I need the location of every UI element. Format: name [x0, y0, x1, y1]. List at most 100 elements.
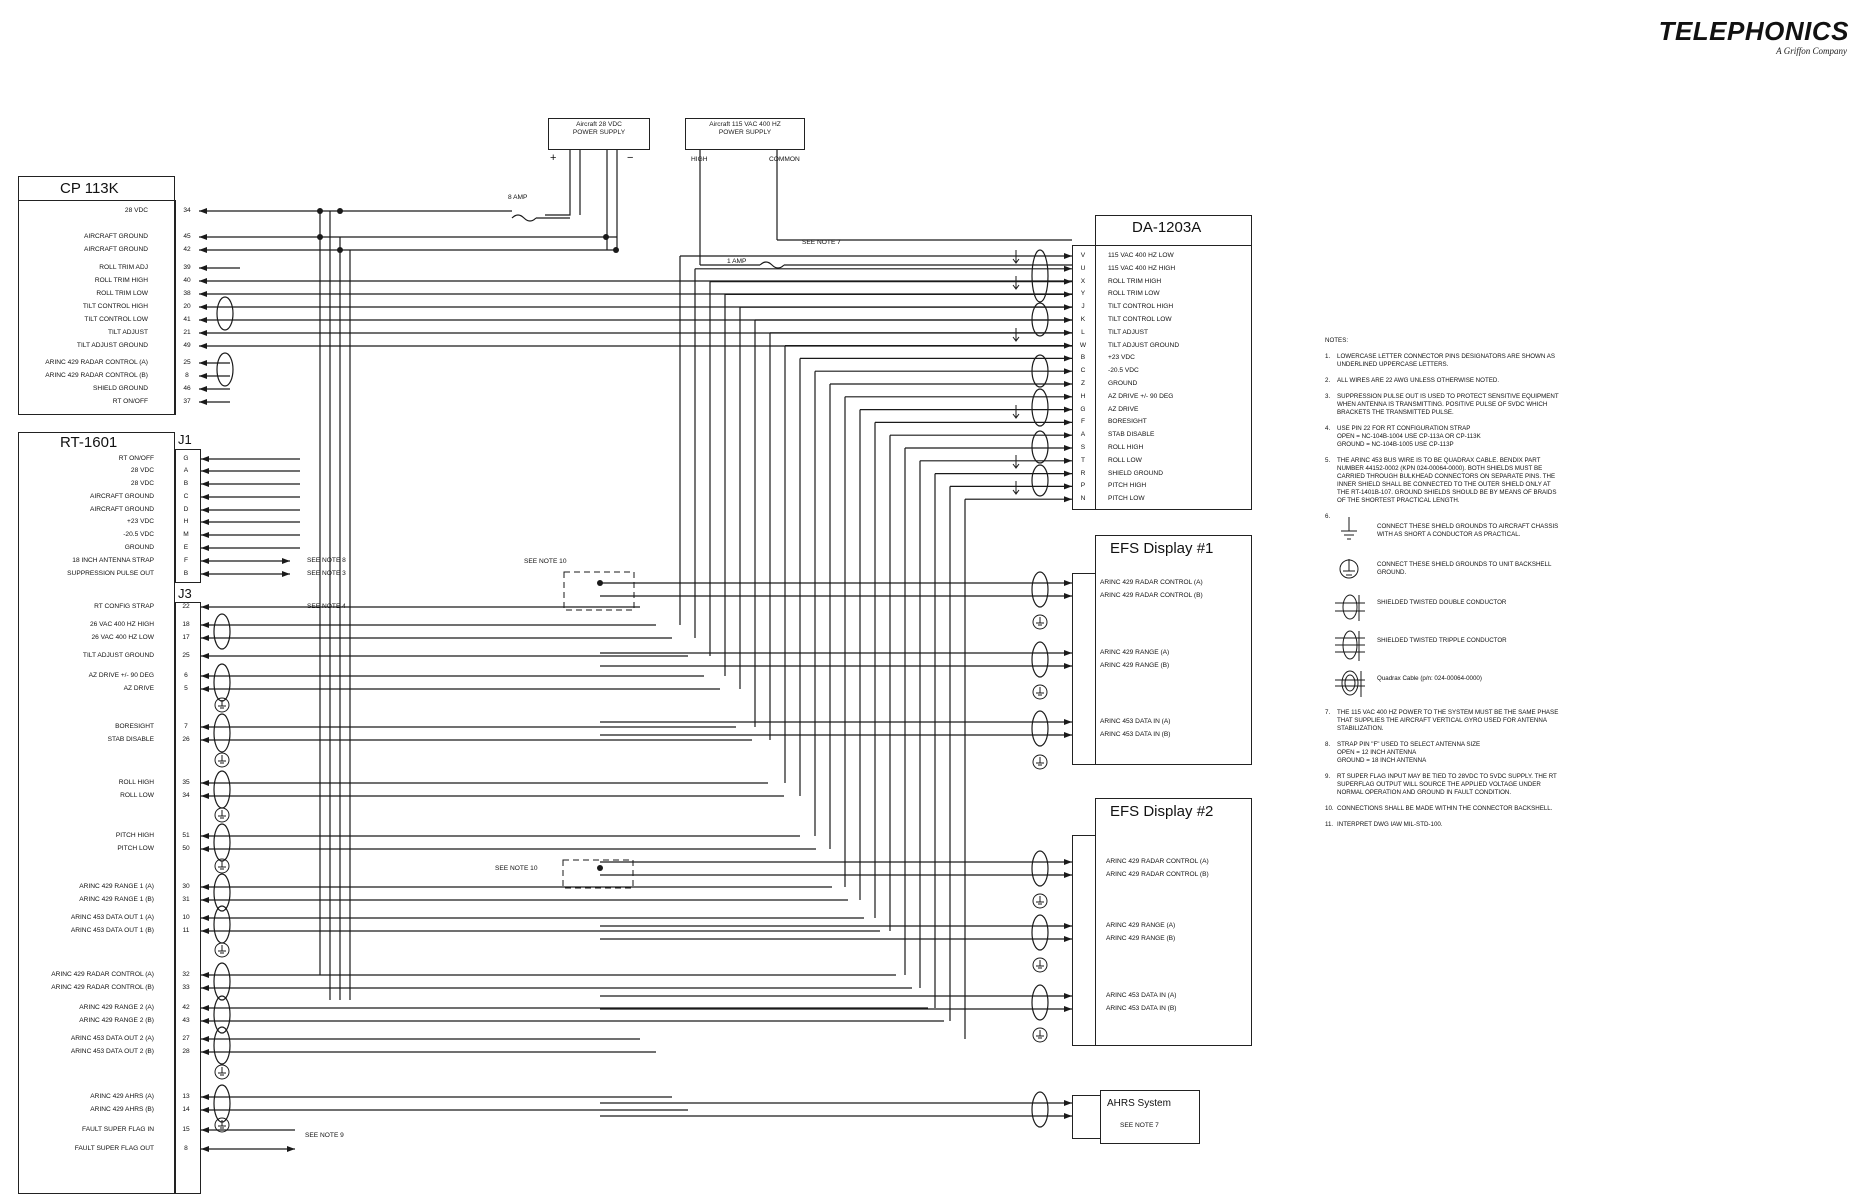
legend-text: CONNECT THESE SHIELD GROUNDS TO UNIT BAC…	[1377, 561, 1552, 576]
rt-1601-j3-pin-number: 35	[182, 779, 190, 786]
arrowhead	[199, 399, 207, 405]
rt-1601-shield	[213, 1084, 231, 1123]
rt-1601-box	[18, 432, 175, 1194]
ac-power-supply-title: Aircraft 115 VAC 400 HZ POWER SUPPLY	[709, 121, 781, 136]
ground-bars	[218, 861, 226, 870]
arrowhead	[201, 673, 209, 679]
legend-row: CONNECT THESE SHIELD GROUNDS TO AIRCRAFT…	[1325, 515, 1625, 549]
ac-common-terminal-label: COMMON	[769, 156, 800, 163]
rt-1601-j3-pin-label: AZ DRIVE +/- 90 DEG	[88, 672, 154, 679]
note-text: RT SUPER FLAG INPUT MAY BE TIED TO 28VDC…	[1337, 773, 1557, 796]
cp-arinc-shield	[216, 352, 234, 387]
arrowhead	[287, 1146, 295, 1152]
quadrax-cable-icon	[1335, 670, 1365, 697]
rt-1601-j3-pin-number: 26	[182, 736, 190, 743]
note-text: LOWERCASE LETTER CONNECTOR PINS DESIGNAT…	[1337, 353, 1555, 368]
arrowhead	[199, 247, 207, 253]
da-1203a-shield	[1031, 430, 1049, 464]
arrowhead	[1064, 859, 1072, 865]
ground-bars	[1036, 1030, 1044, 1039]
arrowhead	[199, 360, 207, 366]
arrowhead	[201, 1127, 209, 1133]
note-number: 10.	[1325, 805, 1334, 812]
efs-display-1-pin-label: ARINC 429 RANGE (A)	[1100, 649, 1170, 656]
arrowhead	[199, 291, 207, 297]
rt-1601-j1-pin-label: GROUND	[124, 544, 154, 551]
backshell-ground-symbol	[1032, 1027, 1048, 1043]
dc-power-supply-title: Aircraft 28 VDC POWER SUPPLY	[572, 121, 626, 136]
da-1203a-pin-number: C	[1080, 367, 1086, 375]
efs-display-2-pin-label: ARINC 453 DATA IN (A)	[1106, 992, 1177, 999]
cp-113k-pin-number: 49	[183, 342, 191, 349]
arrowhead	[1064, 419, 1072, 426]
arrowhead	[1064, 317, 1072, 323]
cp-113k-pin-label: TILT CONTROL LOW	[84, 316, 148, 323]
efs-display-1-pin-label: ARINC 429 RADAR CONTROL (A)	[1100, 579, 1203, 586]
rt-1601-j3-pin-label: ARINC 429 RANGE 1 (A)	[79, 883, 154, 890]
backshell-ground-symbol	[214, 807, 230, 823]
arrowhead	[201, 604, 209, 610]
efs-shield	[1031, 710, 1049, 747]
backshell-ground-symbol	[1032, 754, 1048, 770]
da-1203a-title: DA-1203A	[1132, 219, 1202, 236]
rt-1601-j3-pin-label: BORESIGHT	[115, 723, 154, 730]
ground-bars	[218, 945, 226, 954]
cp-113k-pin-label: ROLL TRIM LOW	[96, 290, 148, 297]
arrowhead	[201, 1005, 209, 1011]
notes-header: NOTES:	[1325, 337, 1349, 344]
backshell-ground-symbol	[214, 697, 230, 713]
da-1203a-pin-label: +23 VDC	[1108, 354, 1135, 362]
arrowhead	[1064, 936, 1072, 942]
rt-1601-j1-pin-label: AIRCRAFT GROUND	[90, 493, 154, 500]
ground-bars	[218, 700, 226, 709]
note-number: 11.	[1325, 821, 1334, 828]
arrowhead	[1064, 1006, 1072, 1012]
dc-power-supply-box: Aircraft 28 VDC POWER SUPPLY	[548, 118, 650, 150]
cp-113k-pin-label: ROLL TRIM ADJ	[99, 264, 148, 271]
note-text: SUPPRESSION PULSE OUT IS USED TO PROTECT…	[1337, 393, 1559, 416]
backshell-ground-symbol	[214, 1117, 230, 1133]
arrowhead	[201, 545, 209, 551]
rt-1601-j3-pin-label: PITCH LOW	[117, 845, 154, 852]
see-note-10-label-a: SEE NOTE 10	[524, 558, 567, 565]
arrowhead	[199, 373, 207, 379]
efs-shield	[1031, 914, 1049, 951]
rt-1601-j1-pin-number: E	[183, 544, 189, 551]
arrowhead	[201, 1018, 209, 1024]
arrowhead	[201, 1049, 209, 1055]
splice-dot	[597, 865, 603, 871]
da-1203a-pin-number: U	[1080, 264, 1086, 272]
rt-1601-j3-pin-label: ARINC 429 AHRS (A)	[90, 1093, 154, 1100]
rt-1601-j3-pin-label: ARINC 429 RANGE 2 (A)	[79, 1004, 154, 1011]
rt-1601-j3-pin-label: FAULT SUPER FLAG OUT	[74, 1145, 154, 1152]
arrowhead	[199, 278, 207, 284]
ahrs-system-title: AHRS System	[1107, 1098, 1171, 1109]
arrowhead	[1064, 445, 1072, 451]
backshell-ground-icon	[1339, 559, 1359, 579]
arrowhead	[1064, 368, 1072, 375]
rt-1601-j1-pin-column	[175, 449, 201, 583]
efs-shield	[1031, 641, 1049, 678]
arrowhead	[201, 532, 209, 538]
rt-1601-shield	[213, 613, 231, 650]
cp-113k-pin-number: 34	[183, 207, 191, 214]
legend-row: SHIELDED TWISTED DOUBLE CONDUCTOR	[1325, 591, 1625, 625]
ground-bars	[218, 755, 226, 764]
da-1203a-pin-number: G	[1080, 405, 1086, 413]
note-text: STRAP PIN "F" USED TO SELECT ANTENNA SIZ…	[1337, 741, 1481, 764]
ground-bars	[1036, 960, 1044, 969]
da-1203a-pin-label: SHIELD GROUND	[1108, 469, 1163, 477]
rt-1601-j3-pin-label: ROLL HIGH	[118, 779, 154, 786]
rt-1601-j3-label: J3	[178, 586, 192, 601]
note-number: 4.	[1325, 425, 1331, 432]
fuse-1-amp-label: 1 AMP	[727, 258, 747, 265]
rt-1601-shield	[213, 713, 231, 753]
arrowhead	[201, 686, 209, 692]
rt-1601-j3-pin-label: TILT ADJUST GROUND	[82, 652, 154, 659]
ground-bars	[1036, 687, 1044, 696]
note-item: 1.LOWERCASE LETTER CONNECTOR PINS DESIGN…	[1325, 353, 1625, 369]
fuse-8-amp-label: 8 AMP	[508, 194, 528, 201]
note-item: 9.RT SUPER FLAG INPUT MAY BE TIED TO 28V…	[1325, 773, 1625, 797]
da-1203a-shield	[1031, 388, 1049, 427]
arrowhead	[1064, 393, 1072, 400]
